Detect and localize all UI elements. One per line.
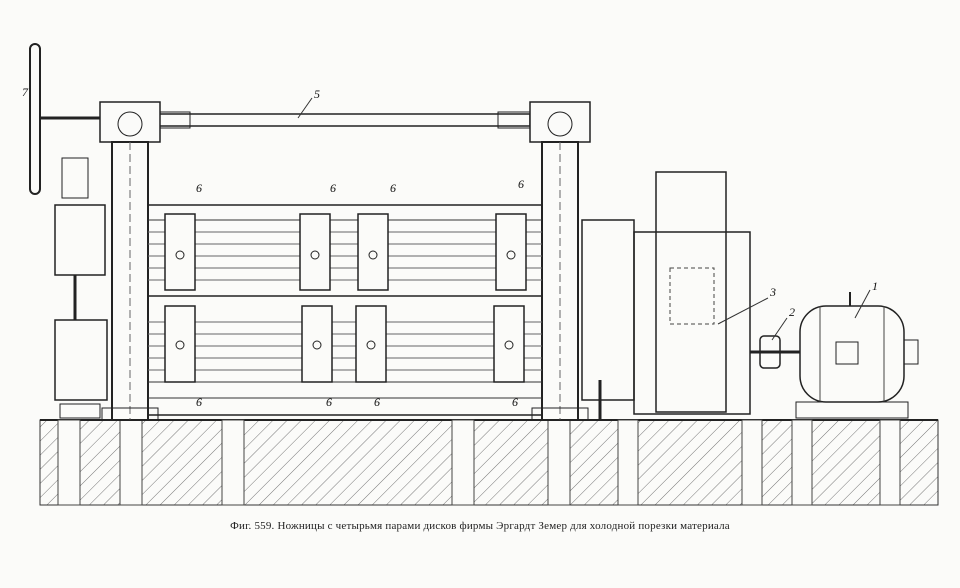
label-7: 7 (22, 85, 29, 99)
left-column (99, 101, 161, 421)
disc-housings (164, 213, 527, 383)
label-6-upper-b: 6 (330, 181, 336, 195)
label-6-upper-a: 6 (196, 181, 202, 195)
handwheel (29, 43, 110, 195)
roll-frame (147, 204, 543, 416)
coupling (750, 335, 800, 369)
label-6-upper-d: 6 (518, 177, 524, 191)
label-6-lower-d: 6 (512, 395, 518, 409)
label-6-lower-a: 6 (196, 395, 202, 409)
label-6-upper-c: 6 (390, 181, 396, 195)
label-6-lower-c: 6 (374, 395, 380, 409)
leader-lines (297, 97, 871, 341)
label-6-lower-b: 6 (326, 395, 332, 409)
foundation (39, 419, 939, 506)
electric-motor (795, 292, 919, 419)
label-3: 3 (769, 285, 776, 299)
right-column (529, 101, 591, 421)
top-shaft (149, 111, 531, 129)
left-gear-units (54, 157, 108, 419)
label-1: 1 (872, 279, 878, 293)
label-5: 5 (314, 87, 320, 101)
label-2: 2 (789, 305, 795, 319)
gearbox (581, 171, 751, 420)
figure-caption: Фиг. 559. Ножницы с четырьмя парами диск… (230, 520, 730, 532)
